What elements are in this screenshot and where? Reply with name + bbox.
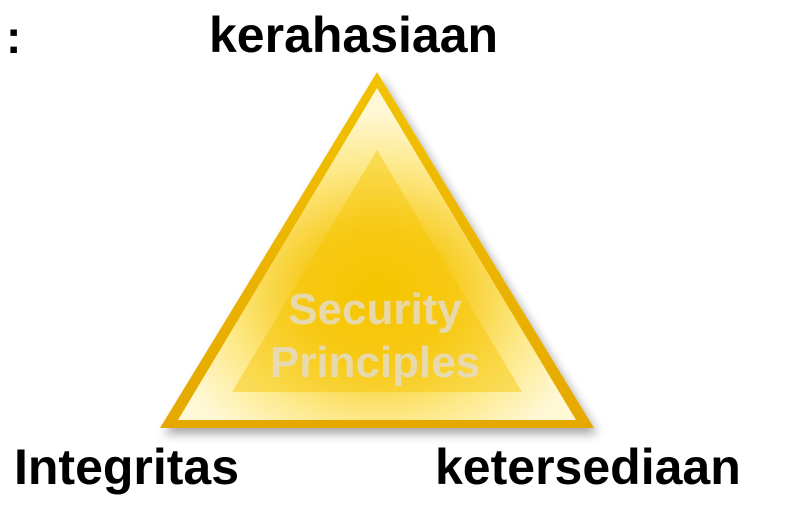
center-caption-line2: Principles xyxy=(269,337,481,387)
center-caption-line1: Security xyxy=(288,285,462,334)
center-caption: Security Principles xyxy=(230,284,520,390)
colon-mark: : xyxy=(6,11,22,63)
right-vertex-label: ketersediaan xyxy=(435,439,741,495)
top-vertex-label: kerahasiaan xyxy=(209,7,499,63)
left-vertex-label: Integritas xyxy=(14,439,240,495)
triangle-inner xyxy=(178,88,576,420)
triangle-glow xyxy=(232,150,522,392)
